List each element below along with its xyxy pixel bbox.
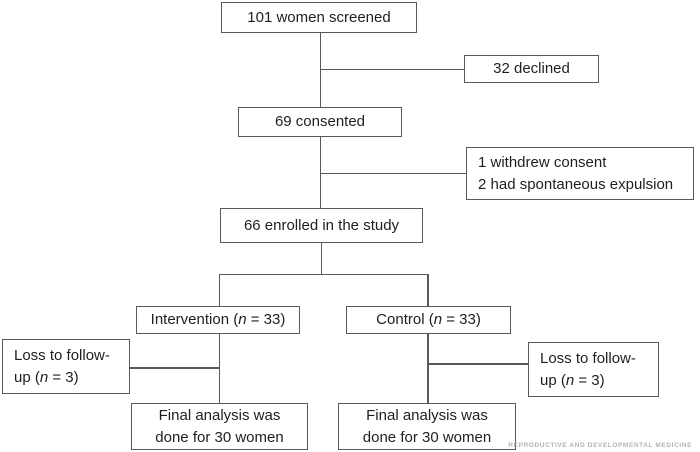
box-intervention: Intervention (n = 33) — [136, 306, 300, 334]
box-withdrew-line1: 1 withdrew consent — [478, 153, 607, 171]
n-symbol: n — [433, 311, 443, 329]
connector-to-loss-left — [130, 367, 220, 369]
label-part: = 3) — [48, 368, 79, 386]
box-control-label: Control (n = 33) — [376, 309, 481, 331]
connector-split-to-control — [427, 273, 429, 307]
box-final-left: Final analysis was done for 30 women — [131, 403, 308, 450]
box-intervention-label: Intervention (n = 33) — [151, 309, 286, 331]
box-loss-right-line1: Loss to follow- — [540, 349, 636, 367]
box-final-left-line1: Final analysis was — [158, 406, 281, 424]
box-enrolled-label: 66 enrolled in the study — [243, 216, 400, 234]
box-withdrew: 1 withdrew consent 2 had spontaneous exp… — [466, 147, 694, 200]
label-part: Control ( — [376, 311, 434, 329]
box-screened-label: 101 women screened — [247, 8, 391, 26]
box-final-right: Final analysis was done for 30 women — [338, 403, 516, 450]
connector-to-declined — [320, 68, 464, 70]
box-declined: 32 declined — [464, 55, 599, 83]
label-part: = 33) — [442, 311, 481, 329]
box-loss-left-line2: up (n = 3) — [14, 367, 79, 389]
label-part: up ( — [540, 371, 566, 389]
connector-control-to-final — [427, 334, 429, 403]
box-loss-left-line1: Loss to follow- — [14, 346, 110, 364]
n-symbol: n — [565, 371, 575, 389]
journal-watermark: Reproductive and Developmental Medicine — [508, 442, 692, 449]
box-enrolled: 66 enrolled in the study — [220, 208, 423, 243]
box-declined-label: 32 declined — [493, 60, 570, 78]
box-consented-label: 69 consented — [274, 113, 366, 131]
n-symbol: n — [39, 368, 49, 386]
label-part: = 33) — [246, 311, 286, 329]
box-screened: 101 women screened — [221, 2, 417, 33]
box-consented: 69 consented — [238, 107, 402, 137]
label-part: up ( — [14, 368, 40, 386]
box-loss-left: Loss to follow- up (n = 3) — [2, 339, 130, 394]
connector-to-withdrew — [320, 172, 466, 174]
box-final-right-line1: Final analysis was — [366, 406, 488, 424]
box-final-left-line2: done for 30 women — [155, 428, 284, 446]
box-loss-right: Loss to follow- up (n = 3) — [528, 342, 659, 397]
box-control: Control (n = 33) — [346, 306, 511, 334]
box-withdrew-line2: 2 had spontaneous expulsion — [478, 175, 674, 193]
connector-intervention-to-final — [218, 334, 220, 403]
label-part: = 3) — [574, 371, 605, 389]
connector-split-to-intervention — [218, 273, 220, 307]
connector-split-horizontal — [218, 273, 429, 275]
connector-enrolled-to-split — [320, 243, 322, 275]
n-symbol: n — [238, 311, 247, 329]
box-final-right-line2: done for 30 women — [362, 428, 492, 446]
connector-screened-to-consented — [319, 33, 321, 107]
box-loss-right-line2: up (n = 3) — [540, 370, 605, 392]
connector-to-loss-right — [427, 363, 528, 365]
label-part: Intervention ( — [150, 311, 239, 329]
